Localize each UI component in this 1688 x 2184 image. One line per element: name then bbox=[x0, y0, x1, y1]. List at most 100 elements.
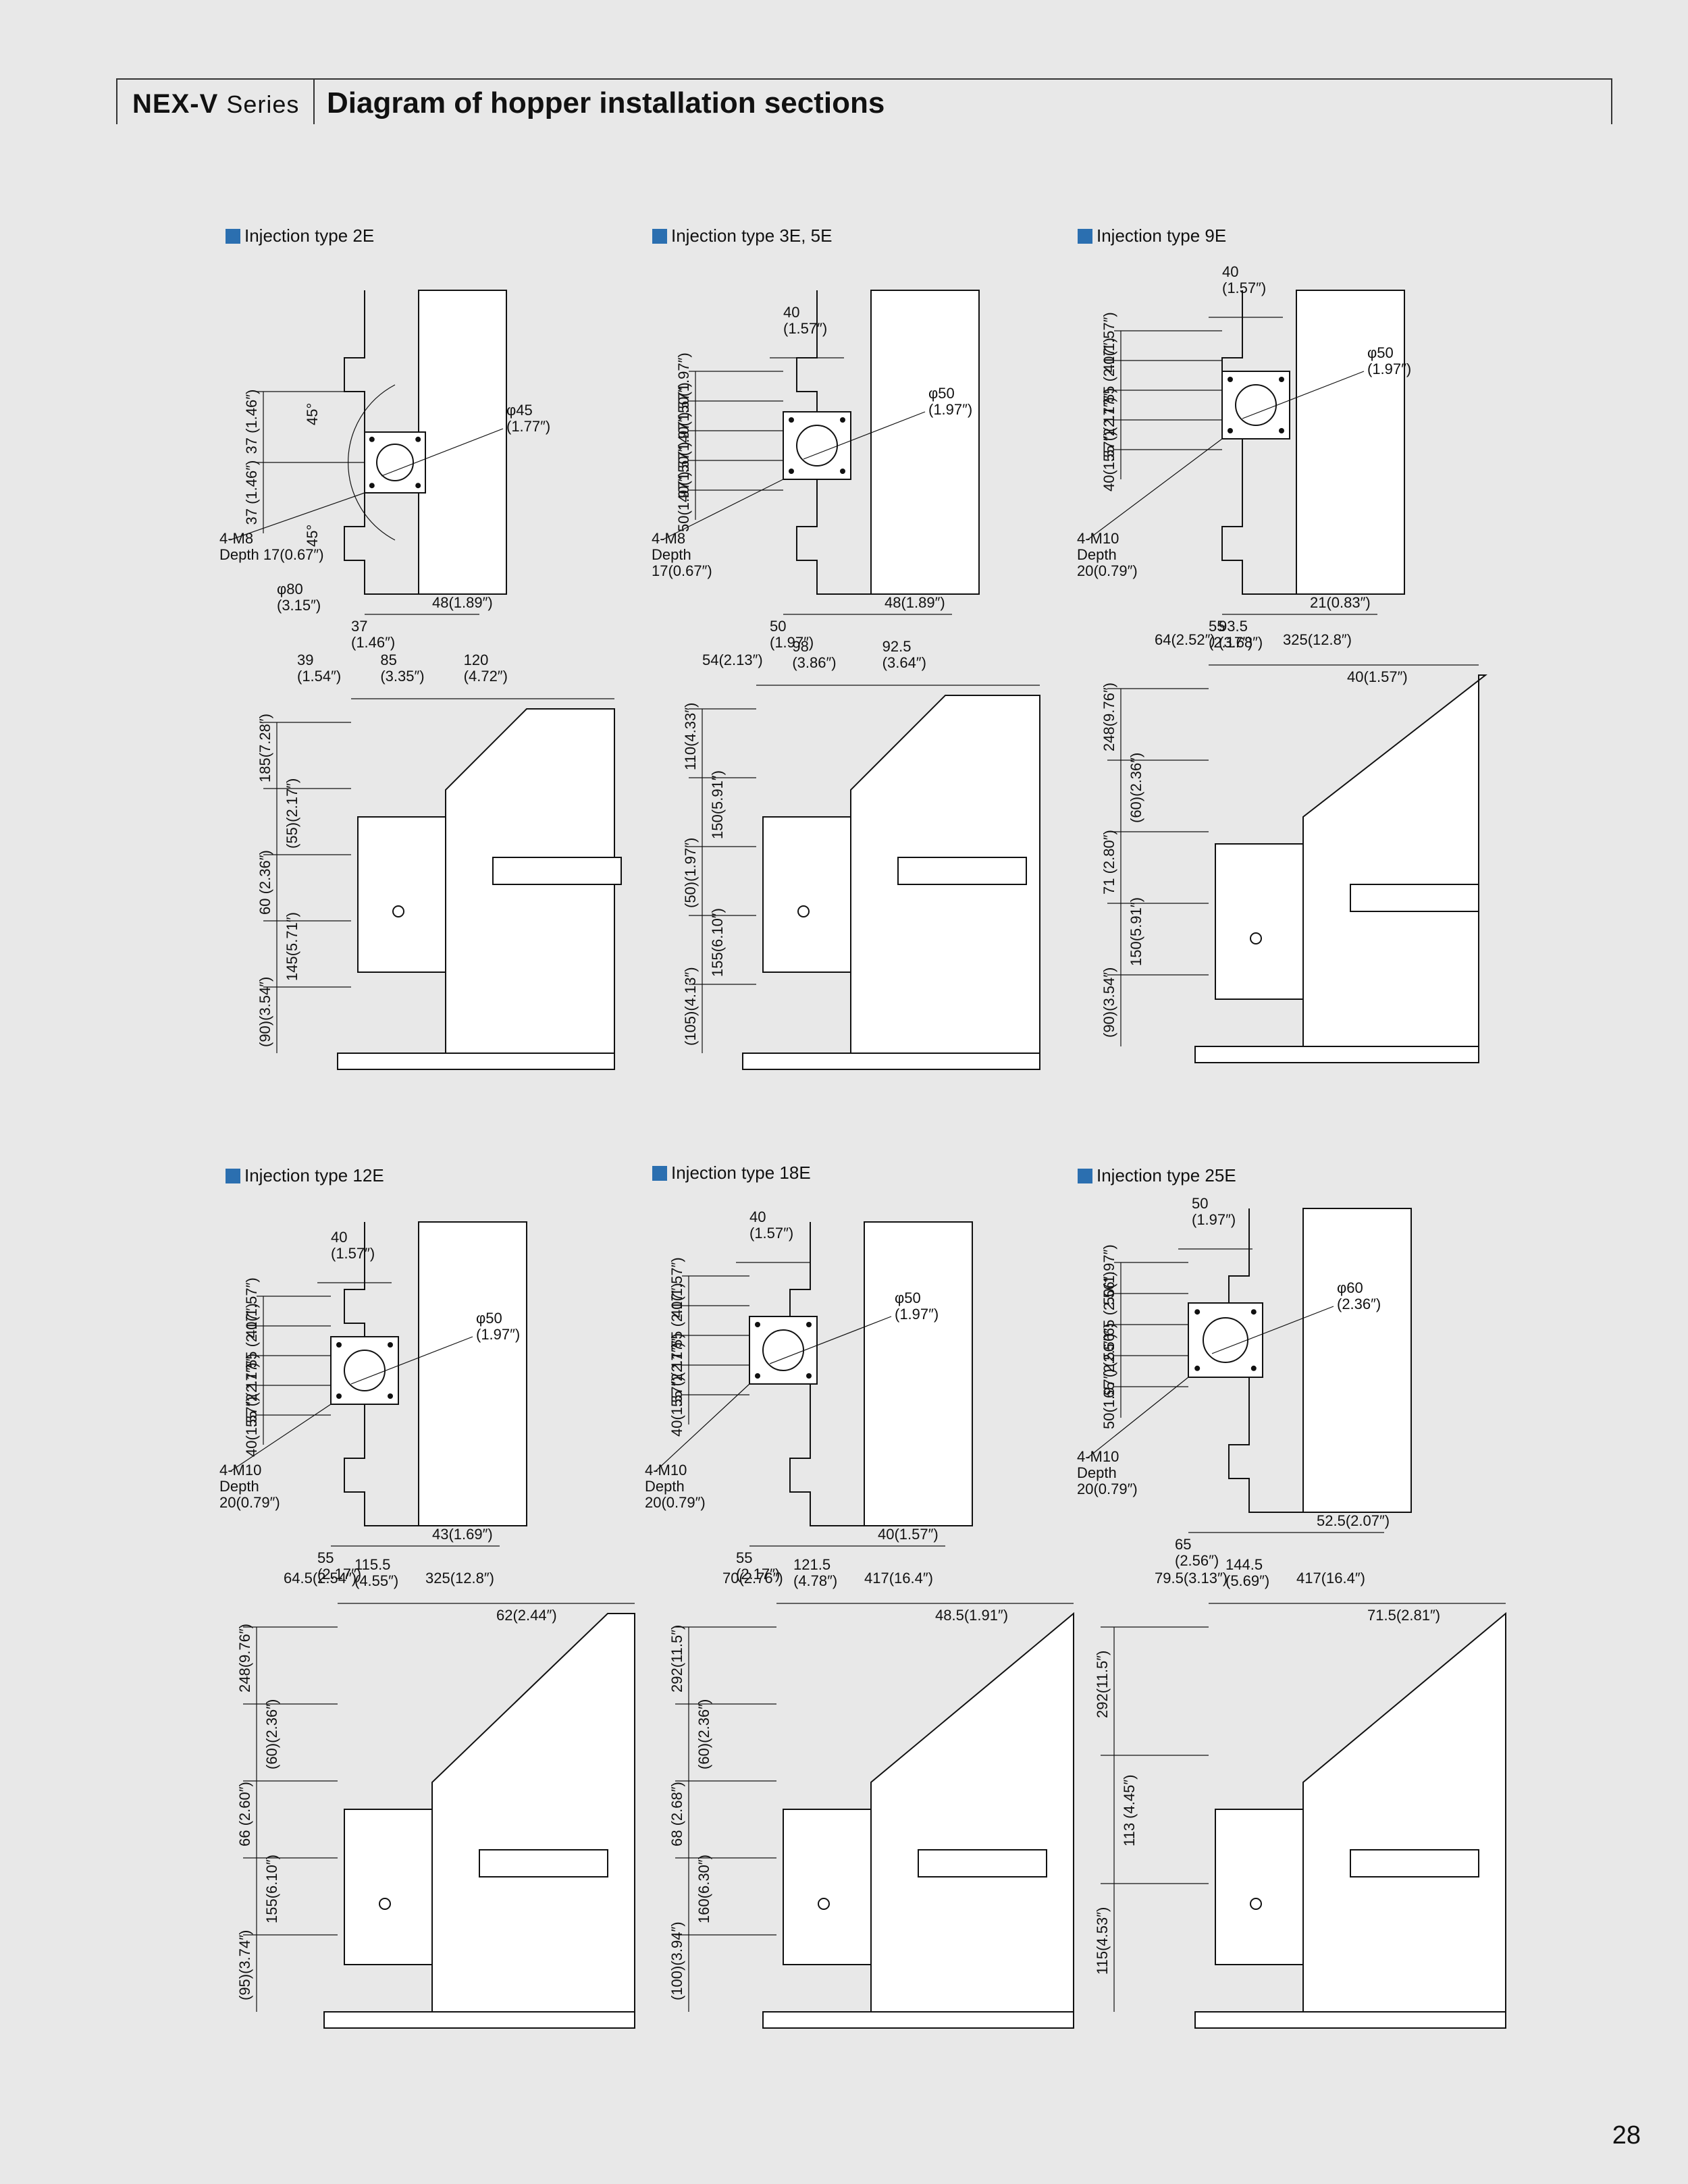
page-number: 28 bbox=[1612, 2121, 1641, 2150]
top-dimension-label: 40(1.57″) bbox=[1347, 668, 1408, 685]
left-dimension-label: 68 (2.68″) bbox=[668, 1782, 685, 1846]
base-rail bbox=[1194, 2011, 1506, 2029]
panel-label-12e: Injection type 12E bbox=[226, 1165, 384, 1186]
left-dimension-label: 292(11.5″) bbox=[1094, 1651, 1111, 1718]
top-dimension-label: 79.5(3.13″) bbox=[1155, 1570, 1228, 1587]
angle-label: 45° bbox=[304, 525, 321, 547]
bottom-dimension-label: 40(1.57″) bbox=[878, 1526, 939, 1543]
nameplate bbox=[1350, 884, 1479, 912]
left-dimension-label: 50(1.97″) bbox=[675, 471, 692, 532]
hole-diameter-label: φ50(1.97″) bbox=[476, 1310, 520, 1343]
left-dimension-label: 40(1.57″) bbox=[243, 1277, 260, 1338]
bolt-hole bbox=[1228, 428, 1233, 433]
hopper-housing bbox=[1302, 674, 1487, 1047]
machine-body bbox=[870, 290, 980, 595]
panel-label-25e: Injection type 25E bbox=[1078, 1165, 1236, 1186]
left-dimension-label: 150(5.91″) bbox=[709, 770, 726, 839]
bottom-dimension-label: 50(1.97″) bbox=[770, 618, 814, 651]
left-dimension-label: (60)(2.36″) bbox=[1128, 753, 1144, 823]
top-dimension-label: 50(1.97″) bbox=[1192, 1195, 1236, 1228]
left-dimension-label: 55 (2.17″) bbox=[668, 1283, 685, 1348]
left-dimension-label: (90)(3.54″) bbox=[257, 977, 273, 1047]
machine-body bbox=[864, 1221, 973, 1526]
hopper-housing bbox=[431, 1613, 635, 2013]
bolt-hole bbox=[789, 469, 794, 474]
figure-9e-bottom: 64(2.52″)93.5(3.68″)325(12.8″)40(1.57″)2… bbox=[1101, 618, 1487, 1063]
nameplate bbox=[918, 1849, 1047, 1877]
left-dimension-label: (2.56″) bbox=[1101, 1323, 1117, 1367]
left-dimension-label: 37 (1.46″) bbox=[243, 390, 260, 454]
left-dimension-label: 110(4.33″) bbox=[682, 703, 699, 770]
bolt-hole bbox=[1279, 428, 1284, 433]
left-dimension-label: (95)(3.74″) bbox=[236, 1930, 253, 2000]
leader-hole bbox=[350, 1336, 473, 1385]
left-dimension-label: 145(5.71″) bbox=[284, 912, 300, 981]
figure-2e-top: φ45(1.77″)37 (1.46″)37 (1.46″)45°45°4-M8… bbox=[219, 290, 550, 651]
left-dimension-label: 50(1.97″) bbox=[675, 352, 692, 413]
top-dimension-label: 48.5(1.91″) bbox=[935, 1607, 1008, 1624]
angle-label: 45° bbox=[304, 403, 321, 425]
leader-bolts bbox=[1086, 1377, 1189, 1459]
bolt-hole bbox=[755, 1322, 760, 1327]
base-rail bbox=[323, 2011, 635, 2029]
top-dimension-label: 85(3.35″) bbox=[380, 651, 424, 685]
flange-block bbox=[783, 411, 851, 480]
top-dimension-label: 115.5(4.55″) bbox=[354, 1556, 398, 1589]
page-title: Diagram of hopper installation sections bbox=[327, 86, 885, 119]
flange-block bbox=[1188, 1302, 1263, 1378]
left-dimension-label: 115(4.53″) bbox=[1094, 1907, 1111, 1975]
bolt-hole bbox=[369, 483, 375, 489]
bottom-dimension-label: 43(1.69″) bbox=[432, 1526, 493, 1543]
left-dimension-label: 65 (2.56″) bbox=[1101, 1333, 1117, 1398]
left-dimension-label: 55 (2.17″) bbox=[1101, 338, 1117, 402]
figure-3e5e-top: φ50(1.97″)50(1.97″)40(1.57″)50(1.97″)40(… bbox=[652, 290, 980, 651]
leader-hole bbox=[1242, 371, 1365, 419]
hopper-hole bbox=[376, 444, 414, 481]
hopper-housing bbox=[870, 1612, 1074, 2013]
throat-block bbox=[783, 1809, 872, 1965]
top-dimension-label: 93.5(3.68″) bbox=[1219, 618, 1263, 651]
bolt-hole bbox=[369, 436, 375, 442]
top-dimension-label: 40(1.57″) bbox=[1222, 263, 1266, 296]
panel-label-9e: Injection type 9E bbox=[1078, 225, 1226, 246]
left-dimension-label: 55 (2.17″) bbox=[668, 1342, 685, 1407]
base-rail bbox=[1194, 1046, 1479, 1063]
left-dimension-label: 292(11.5″) bbox=[668, 1625, 685, 1693]
machine-body bbox=[1296, 290, 1405, 595]
body-outline bbox=[344, 1222, 419, 1526]
bottom-dimension-label: 48(1.89″) bbox=[885, 594, 945, 611]
top-dimension-label: 417(16.4″) bbox=[864, 1570, 933, 1587]
top-dimension-label: 144.5(5.69″) bbox=[1225, 1556, 1269, 1589]
top-dimension-label: 64(2.52″) bbox=[1155, 631, 1215, 648]
bolt-hole bbox=[415, 436, 421, 442]
top-dimension-label: 64.5(2.54″) bbox=[284, 1570, 357, 1587]
page-header: NEX-V Series Diagram of hopper installat… bbox=[116, 78, 1612, 124]
base-rail bbox=[742, 1053, 1040, 1070]
left-dimension-label: 71 (2.80″) bbox=[1101, 830, 1117, 895]
figure-18e-bottom: 70(2.76″)121.5(4.78″)417(16.4″)48.5(1.91… bbox=[668, 1556, 1074, 2029]
bottom-dimension-label: 52.5(2.07″) bbox=[1317, 1512, 1390, 1529]
bolt-hole bbox=[1250, 1309, 1257, 1315]
bolt-hole bbox=[388, 1393, 393, 1399]
bolt-hole bbox=[755, 1373, 760, 1379]
left-dimension-label: 248(9.76″) bbox=[236, 1624, 253, 1693]
left-dimension-label: 40(1.57″) bbox=[675, 382, 692, 443]
body-outline bbox=[1221, 290, 1296, 595]
left-dimension-label: 65 (2.56″) bbox=[1101, 1271, 1117, 1336]
left-dimension-label: 40(1.57″) bbox=[1101, 312, 1117, 373]
leader-hole bbox=[769, 1316, 892, 1364]
bolt-hole bbox=[806, 1322, 812, 1327]
figure-9e-top: φ50(1.97″)40(1.57″)55 (2.17″)(2.17″)55 (… bbox=[1077, 263, 1411, 651]
machine-body bbox=[418, 1221, 527, 1526]
flange-diameter-label: φ80(3.15″) bbox=[277, 581, 321, 614]
left-dimension-label: 55 (2.17″) bbox=[243, 1362, 260, 1427]
left-dimension-label: 50(1.97″) bbox=[1101, 1244, 1117, 1305]
left-dimension-label: (60)(2.36″) bbox=[263, 1699, 280, 1769]
top-dimension-label: 325(12.8″) bbox=[425, 1570, 494, 1587]
top-dimension-label: 98(3.86″) bbox=[792, 638, 836, 671]
bottom-dimension-label: 55(2.17″) bbox=[317, 1549, 361, 1582]
left-dimension-label: 40(1.57″) bbox=[675, 442, 692, 502]
